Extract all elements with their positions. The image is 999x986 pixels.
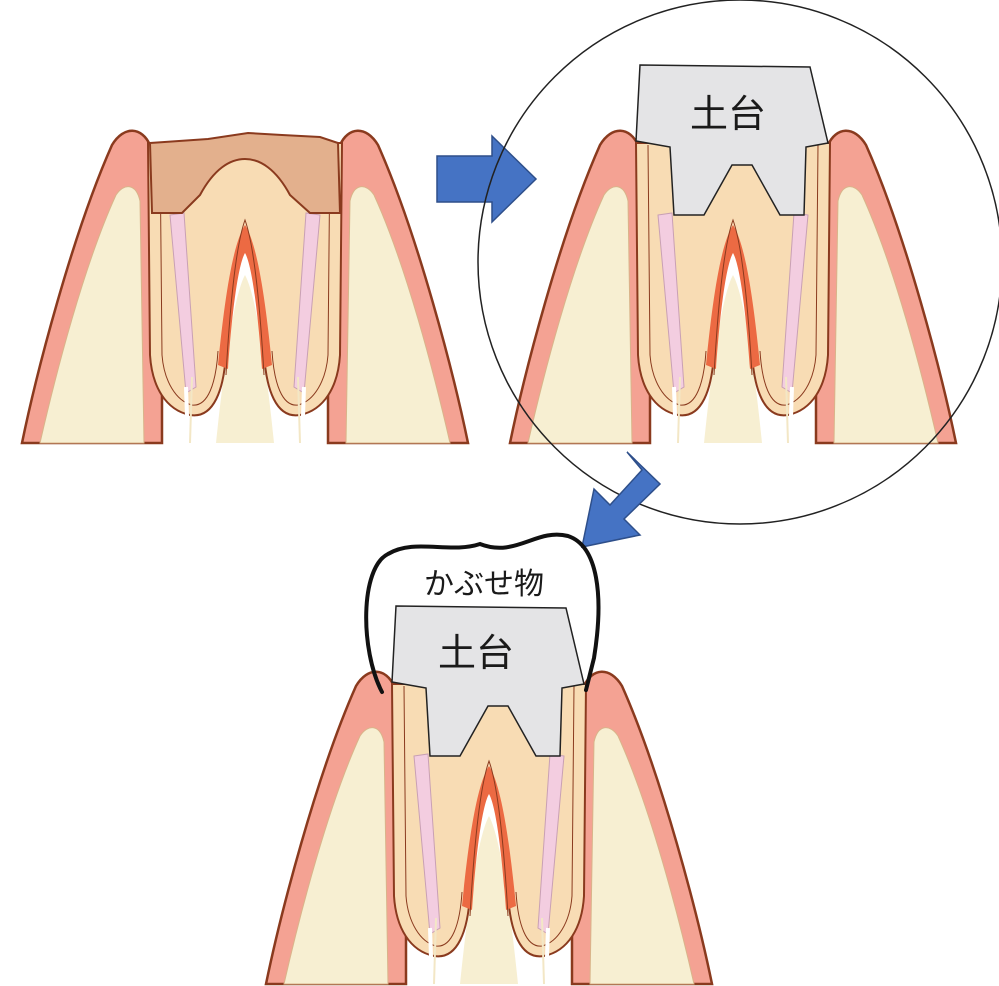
- highlight-circle: [477, 0, 999, 525]
- core-label: 土台: [690, 92, 766, 136]
- core-label-final: 土台: [438, 631, 514, 675]
- panel-core-buildup: 土台: [508, 64, 958, 447]
- arrow-right-icon: [436, 134, 538, 224]
- crown-label: かぶせ物: [424, 567, 544, 602]
- panel-crown-placed: 土台 かぶせ物: [264, 532, 714, 986]
- arrow-down-left-icon: [581, 451, 662, 548]
- panel-decayed-tooth: [20, 128, 470, 447]
- crown-outline: [364, 532, 601, 694]
- decay-region: [148, 131, 342, 214]
